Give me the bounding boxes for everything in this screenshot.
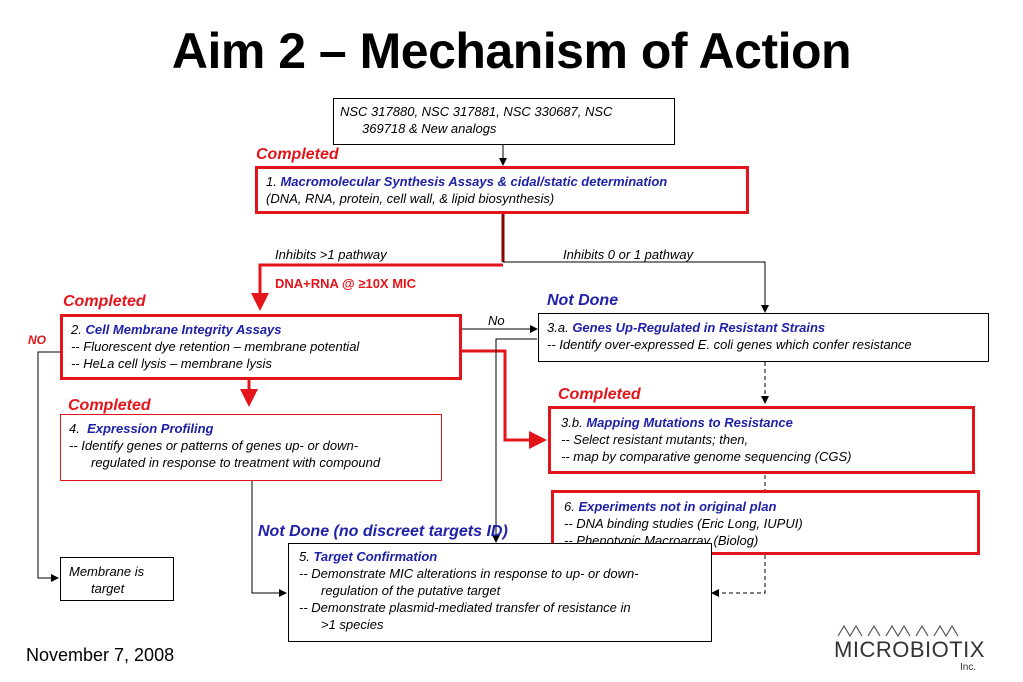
arrow-step4-to-step5 [251,481,287,597]
step5-line2: regulation of the putative target [321,583,501,598]
microbiotix-logo: MICROBIOTIX Inc. [834,620,984,675]
step3b-box: 3.b. Mapping Mutations to Resistance -- … [548,406,975,474]
arrow-step3a-to-step5 [492,338,537,543]
membrane-line1: Membrane is [69,564,145,579]
step6-num: 6. [564,499,575,514]
step2-title: Cell Membrane Integrity Assays [85,322,282,337]
label-inhibits-few: Inhibits 0 or 1 pathway [563,247,694,262]
step5-line4: >1 species [321,617,384,632]
step1-desc: (DNA, RNA, protein, cell wall, & lipid b… [266,191,555,206]
step2-num: 2. [71,322,82,337]
logo-suffix: Inc. [960,662,977,673]
step3b-title: Mapping Mutations to Resistance [586,415,793,430]
step5-title: Target Confirmation [313,549,438,564]
step2-line2: -- HeLa cell lysis – membrane lysis [71,356,272,371]
step1-num: 1. [266,174,277,189]
compounds-line1: NSC 317880, NSC 317881, NSC 330687, NSC [340,104,613,119]
step4-title: Expression Profiling [87,421,214,436]
label-not-done-step3a: Not Done [547,292,619,309]
step6-title: Experiments not in original plan [578,499,777,514]
label-completed-step4: Completed [68,397,151,414]
compounds-line2: 369718 & New analogs [362,121,497,136]
step3b-num: 3.b. [561,415,583,430]
logo-wave-icon [837,624,959,638]
page-title: Aim 2 – Mechanism of Action [171,23,852,79]
step2-box: 2. Cell Membrane Integrity Assays -- Flu… [60,314,462,380]
step3a-num: 3.a. [547,320,569,335]
arrow-no-to-membrane [37,351,60,582]
label-dna-rna: DNA+RNA @ ≥10X MIC [275,276,417,291]
step5-line3: -- Demonstrate plasmid-mediated transfer… [299,600,631,615]
membrane-line2: target [91,581,125,596]
step1-title: Macromolecular Synthesis Assays & cidal/… [280,174,668,189]
step5-num: 5. [299,549,310,564]
label-no-upper: NO [28,333,46,347]
arrow-step2-to-step3b [462,349,547,449]
step4-num: 4. [69,421,80,436]
step5-line1: -- Demonstrate MIC alterations in respon… [299,566,639,581]
step6-line1: -- DNA binding studies (Eric Long, IUPUI… [564,516,803,531]
label-completed-step3b: Completed [558,386,641,403]
label-inhibits-many: Inhibits >1 pathway [275,247,387,262]
dashed-to-step5 [711,555,766,597]
step4-line1: -- Identify genes or patterns of genes u… [69,438,359,453]
arrow-to-step2 [251,263,503,311]
label-completed-step1: Completed [256,146,339,163]
arrow-to-step3a [503,261,769,313]
step3a-title: Genes Up-Regulated in Resistant Strains [572,320,826,335]
step3a-line1: -- Identify over-expressed E. coli genes… [547,337,912,352]
step1-box: 1. Macromolecular Synthesis Assays & cid… [255,166,749,214]
step5-box: 5. Target Confirmation -- Demonstrate MI… [288,543,712,642]
step4-box: 4. Expression Profiling -- Identify gene… [60,414,442,481]
step3b-line2: -- map by comparative genome sequencing … [561,449,852,464]
date-footer: November 7, 2008 [26,645,175,665]
compounds-box: NSC 317880, NSC 317881, NSC 330687, NSC … [333,98,675,145]
label-no-lower: No [488,313,505,328]
step4-line2: regulated in response to treatment with … [91,455,381,470]
label-completed-step2: Completed [63,293,146,310]
logo-wordmark: MICROBIOTIX [834,637,985,662]
step3b-line1: -- Select resistant mutants; then, [561,432,749,447]
membrane-target-box: Membrane is target [60,557,174,601]
label-not-done-step5: Not Done (no discreet targets ID) [258,523,508,540]
step2-line1: -- Fluorescent dye retention – membrane … [71,339,360,354]
step3a-box: 3.a. Genes Up-Regulated in Resistant Str… [538,313,989,362]
